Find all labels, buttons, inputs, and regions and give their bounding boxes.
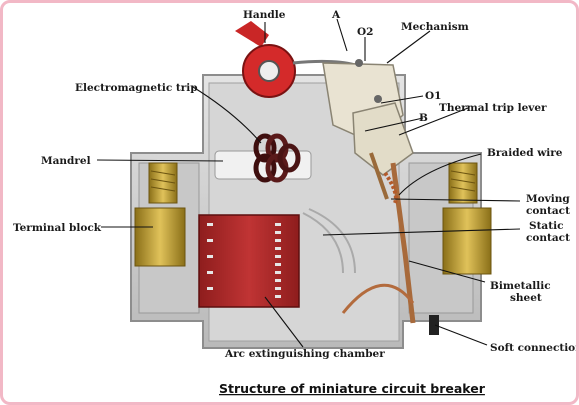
right-terminal-block [442, 162, 492, 275]
label-braided-wire: Braided wire [487, 147, 563, 159]
figure-caption: Structure of miniature circuit breaker [219, 381, 486, 396]
label-o2: O2 [357, 26, 373, 38]
label-mechanism: Mechanism [401, 21, 469, 33]
moving-contact [369, 152, 389, 200]
soft-connection [341, 283, 439, 335]
label-static-contact-line2: contact [526, 232, 570, 244]
label-soft-connection: Soft connection [490, 342, 579, 354]
breaker-diagram: Handle A O2 Mechanism Electromagnetic tr… [13, 9, 579, 396]
label-b: B [419, 112, 428, 124]
label-bimetallic-sheet-line2: sheet [510, 292, 542, 304]
label-arc-chamber: Arc extinguishing chamber [224, 348, 385, 360]
label-terminal-block: Terminal block [13, 222, 102, 234]
label-mandrel: Mandrel [41, 155, 91, 167]
arc-extinguishing-chamber [198, 208, 356, 308]
label-moving-contact-line1: Moving [526, 193, 570, 205]
label-handle: Handle [243, 9, 286, 21]
leader-lines [96, 18, 521, 348]
label-bimetallic-sheet-line1: Bimetallic [490, 280, 551, 292]
label-thermal-trip-lever: Thermal trip lever [439, 102, 547, 114]
mechanism [322, 59, 414, 176]
label-a: A [331, 9, 341, 21]
labels: Handle A O2 Mechanism Electromagnetic tr… [13, 9, 579, 360]
label-electromagnetic-trip: Electromagnetic trip [75, 82, 198, 94]
label-o1: O1 [425, 90, 441, 102]
left-terminal-block [134, 162, 186, 267]
electromagnetic-trip-coil [214, 133, 312, 183]
label-static-contact-line1: Static [529, 220, 563, 232]
braided-wire [383, 171, 398, 204]
label-moving-contact-line2: contact [526, 205, 570, 217]
